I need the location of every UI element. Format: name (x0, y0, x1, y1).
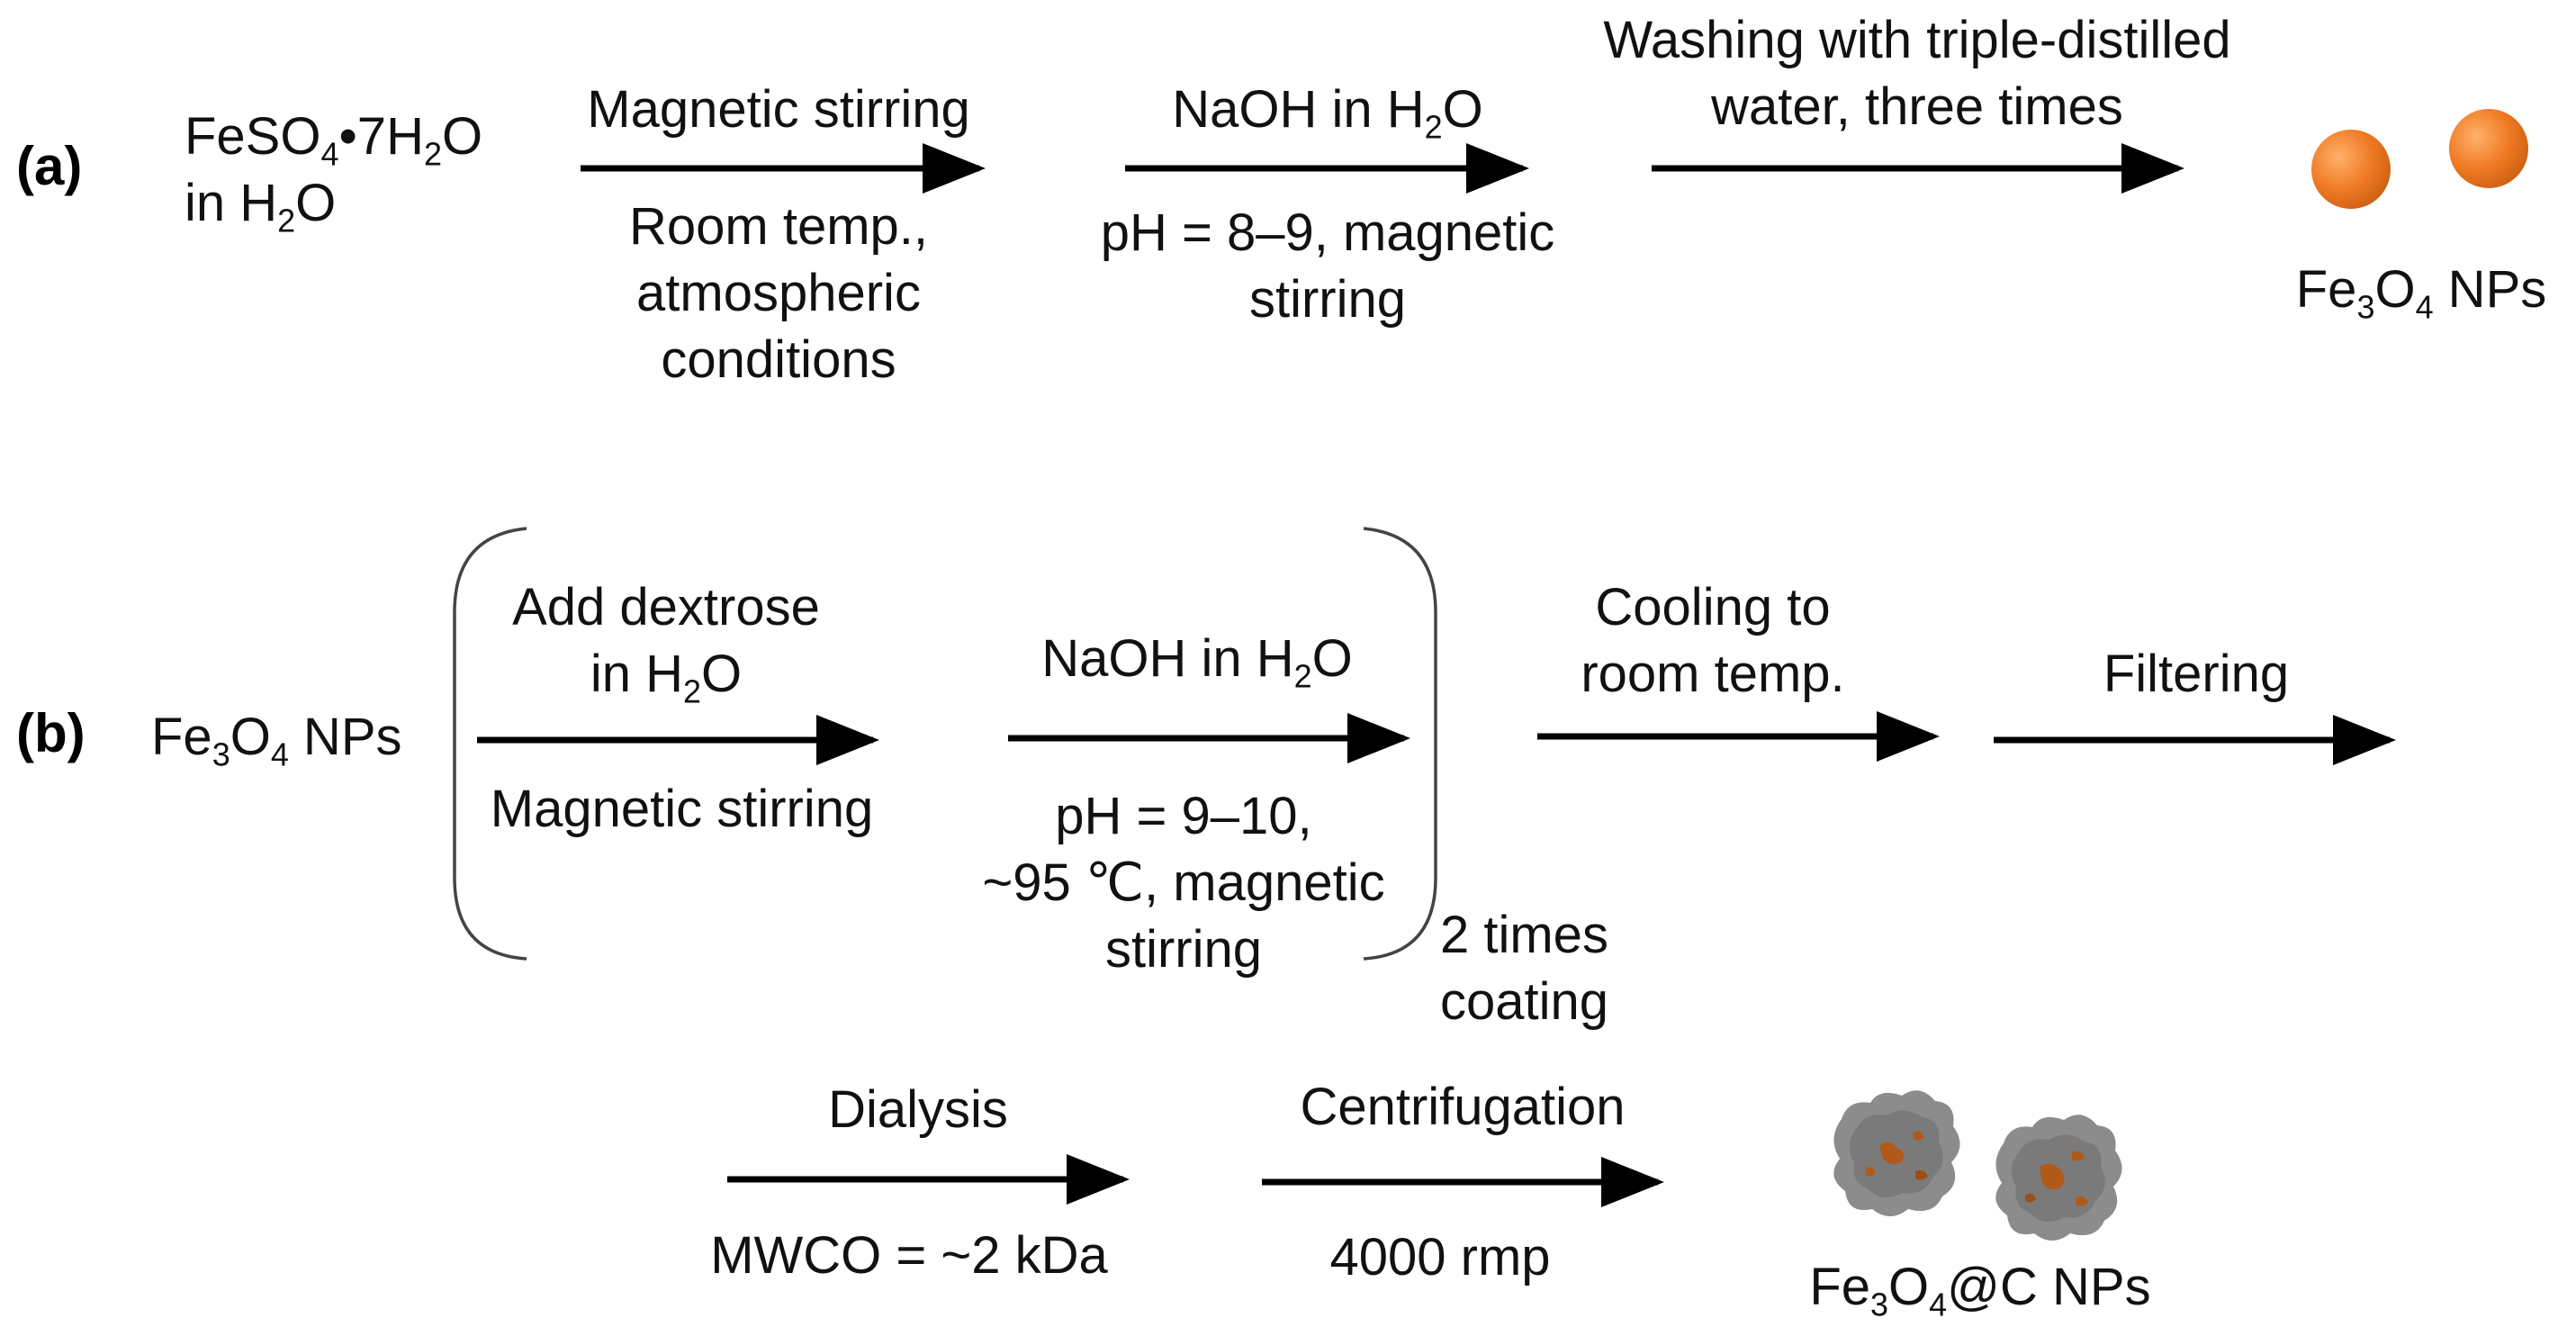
fe3o4-c-particle-2 (1995, 1115, 2122, 1241)
a-step2-below-line: pH = 8–9, magnetic (1100, 203, 1555, 262)
repeat-bracket-left (453, 527, 527, 961)
fe3o4-sphere-1 (2311, 130, 2391, 209)
b-step3-line: Cooling to (1595, 578, 1831, 636)
b-reactant-sub-3: 3 (212, 736, 230, 773)
reactant-formula-part: FeSO (185, 107, 321, 166)
a-step2-below-line: stirring (1248, 270, 1407, 329)
b-naoh-o: O (1311, 629, 1353, 688)
b-step1-solvent-o: O (701, 645, 743, 703)
b-step1-above: Add dextrose in H2O (432, 574, 900, 708)
reactant-sub-2: 2 (423, 135, 442, 173)
naoh-sub: 2 (1424, 108, 1443, 146)
b-product-nps: @C NPs (1947, 1258, 2151, 1316)
product-nps: NPs (2433, 260, 2547, 319)
b-step2-below-line: ~95 ℃, magnetic (982, 853, 1385, 912)
b-reactant-label: Fe3O4 NPs (151, 704, 402, 771)
a-step3-line: water, three times (1711, 77, 2123, 136)
b-step2-above: NaOH in H2O (954, 626, 1440, 692)
panel-a-label: (a) (16, 136, 83, 196)
b-step2-below-line: pH = 9–10, (1055, 787, 1312, 845)
product-sub-3: 3 (2356, 288, 2375, 326)
b-step3-line: room temp. (1581, 645, 1845, 703)
b-reactant-o: O (230, 708, 271, 766)
b-product-fe: Fe (1809, 1258, 1871, 1316)
naoh-o: O (1442, 80, 1483, 139)
b-reactant-fe: Fe (151, 708, 212, 766)
panel-b-label: (b) (16, 703, 86, 763)
a-step1-below-line: atmospheric (636, 264, 921, 322)
fe3o4-sphere-2 (2449, 109, 2528, 188)
product-o: O (2374, 260, 2416, 319)
b-product-sub-4: 4 (1929, 1286, 1948, 1323)
repeat-bracket-right (1363, 527, 1437, 961)
b-step1-above-line1: Add dextrose (512, 578, 820, 636)
b-step6-above: Centrifugation (1300, 1078, 1626, 1136)
reactant-solvent: in H (185, 174, 278, 232)
b-step4-above: Filtering (2103, 645, 2290, 703)
reactant-solvent-o: O (295, 174, 337, 232)
b-step1-below: Magnetic stirring (490, 780, 874, 838)
b-reactant-nps: NPs (288, 708, 402, 766)
b-repeat-note: 2 times coating (1440, 902, 1608, 1035)
b-step1-solvent-sub: 2 (683, 673, 702, 710)
b-step1-solvent: in H (590, 645, 684, 703)
reactant-hydrate: •7H (338, 107, 424, 166)
b-repeat-line: 2 times (1440, 906, 1608, 964)
product-sub-4: 4 (2415, 288, 2434, 326)
b-naoh-sub: 2 (1293, 657, 1312, 695)
b-repeat-line: coating (1440, 972, 1609, 1031)
b-step5-above: Dialysis (828, 1080, 1008, 1139)
b-product-label: Fe3O4@C NPs (1764, 1254, 2196, 1321)
reactant-sub-4: 4 (320, 135, 339, 173)
a-step1-below: Room temp., atmospheric conditions (504, 194, 1053, 393)
b-step2-below: pH = 9–10, ~95 ℃, magnetic stirring (936, 783, 1431, 983)
b-step6-below: 4000 rmp (1329, 1228, 1551, 1286)
b-step2-below-line: stirring (1104, 920, 1263, 979)
b-product-sub-3: 3 (1870, 1286, 1889, 1323)
b-step1-above-line2: in H2O (432, 641, 900, 708)
b-naoh-text: NaOH in H (1041, 629, 1294, 688)
reactant-feso4: FeSO4•7H2O in H2O (185, 104, 482, 237)
b-reactant-sub-4: 4 (270, 736, 289, 773)
b-product-o: O (1888, 1258, 1930, 1316)
a-product-label: Fe3O4 NPs (2277, 257, 2565, 323)
b-step5-below: MWCO = ~2 kDa (710, 1226, 1108, 1285)
fe3o4-c-particle-1 (1833, 1090, 1960, 1216)
b-step3-above: Cooling to room temp. (1501, 574, 1924, 708)
reactant-solvent-sub: 2 (277, 202, 296, 239)
a-step3-above: Washing with triple-distilled water, thr… (1548, 7, 2286, 140)
naoh-text: NaOH in H (1172, 80, 1425, 139)
a-step3-line: Washing with triple-distilled (1603, 11, 2231, 69)
a-step1-above: Magnetic stirring (587, 80, 970, 139)
reactant-o: O (441, 107, 483, 166)
product-fe: Fe (2295, 260, 2357, 319)
a-step2-above: NaOH in H2O (1058, 77, 1598, 143)
a-step1-below-line: conditions (661, 330, 896, 389)
a-step2-below: pH = 8–9, magnetic stirring (1058, 200, 1598, 333)
a-step1-below-line: Room temp., (629, 197, 928, 256)
